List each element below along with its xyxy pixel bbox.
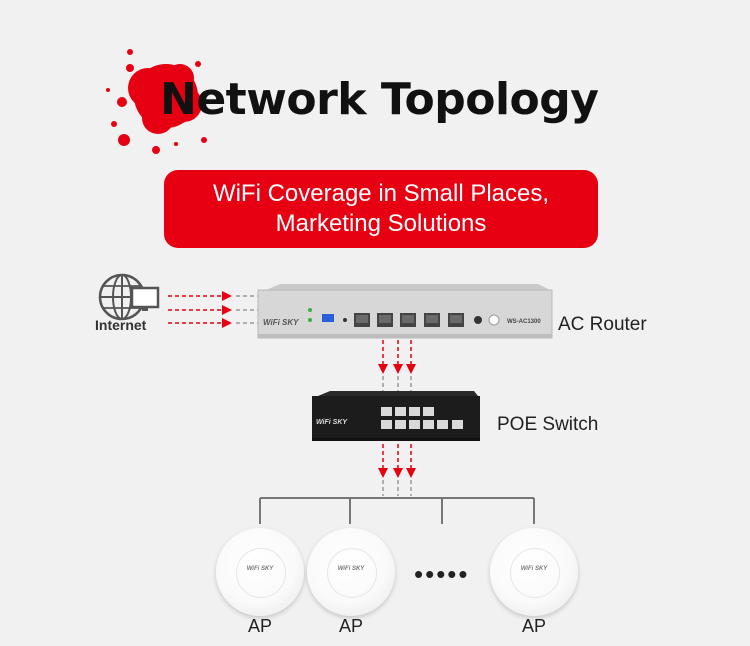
monitor-icon (130, 286, 160, 311)
poe-switch (312, 391, 480, 441)
subtitle-banner: WiFi Coverage in Small Places, Marketing… (164, 170, 598, 248)
internet-arrows (168, 295, 266, 324)
ap-brand: WiFi SKY (520, 566, 548, 572)
ap-label-2: AP (338, 616, 363, 636)
ap-brand: WiFi SKY (337, 566, 365, 572)
router-model: WS-AC1300 (507, 319, 541, 325)
access-point-2: WiFi SKY (307, 528, 395, 616)
internet-label: Internet (95, 317, 147, 333)
router-label: AC Router (558, 314, 647, 335)
ap-ring (236, 548, 286, 598)
ink-splat-decoration (106, 49, 207, 154)
ap-brand: WiFi SKY (246, 566, 274, 572)
ap-ring (510, 548, 560, 598)
switch-brand: WiFi SKY (316, 419, 348, 426)
router-switch-arrows (382, 340, 412, 392)
access-point-1: WiFi SKY (216, 528, 304, 616)
ap-label-1: AP (247, 616, 272, 636)
ellipsis: ••••• (414, 559, 470, 589)
page-title: Network Topology (160, 74, 599, 125)
ap-label-3: AP (521, 616, 546, 636)
ap-ring (327, 548, 377, 598)
ac-router (257, 284, 553, 339)
access-point-3: WiFi SKY (490, 528, 578, 616)
router-brand: WiFi SKY (263, 318, 299, 327)
banner-line-2: Marketing Solutions (275, 210, 487, 237)
switch-label: POE Switch (497, 414, 599, 435)
switch-ap-arrows (382, 444, 412, 496)
distribution-lines (259, 497, 535, 524)
banner-line-1: WiFi Coverage in Small Places, (212, 180, 550, 207)
